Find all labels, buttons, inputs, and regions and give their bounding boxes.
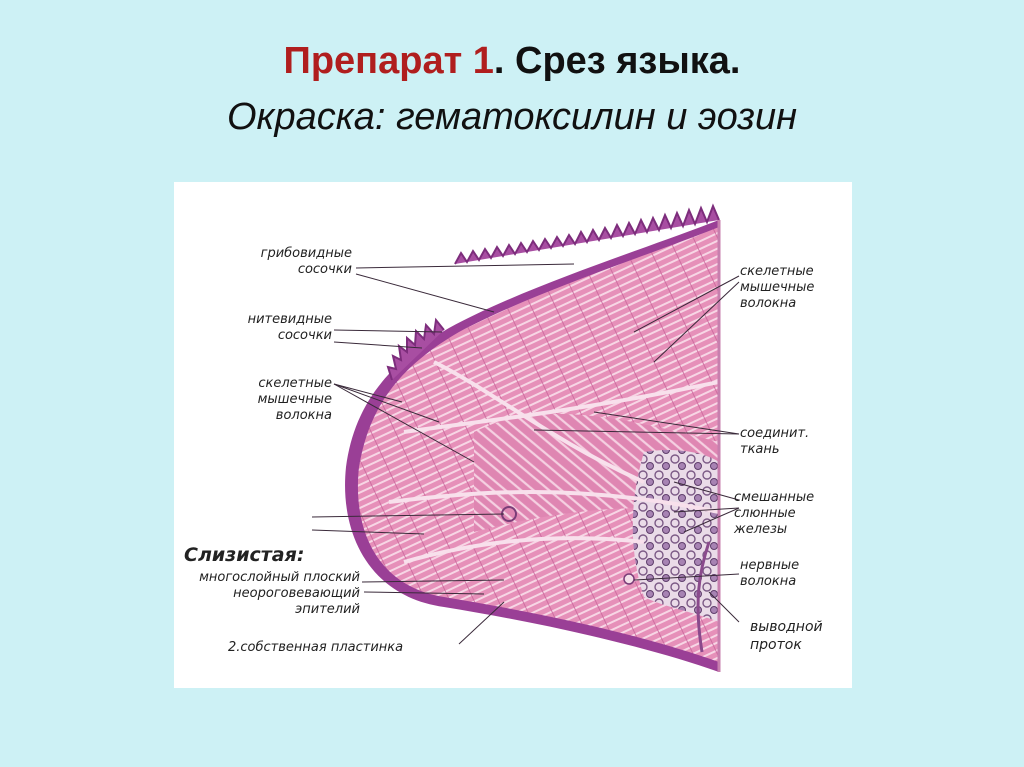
connective-septa: [388, 360, 719, 564]
title-number: Препарат 1: [283, 40, 494, 82]
nerve-bundle: [623, 573, 635, 585]
leader-lines: [311, 263, 740, 645]
salivary-glands: [632, 450, 719, 622]
label-mucosa: Слизистая:: [184, 544, 305, 566]
slide-subtitle: Окраска: гематоксилин и эозин: [227, 96, 797, 138]
filiform-papillae: [386, 203, 720, 381]
tongue-section-drawing: [311, 203, 740, 672]
title-rest: . Срез языка.: [493, 40, 741, 82]
label-lamina-propria: 2.собственная пластинка: [228, 640, 404, 655]
slide-title: Препарат 1. Срез языка.: [0, 40, 1024, 83]
label-connective-tissue: соединит.ткань: [740, 426, 810, 457]
excretory-duct: [696, 541, 711, 653]
